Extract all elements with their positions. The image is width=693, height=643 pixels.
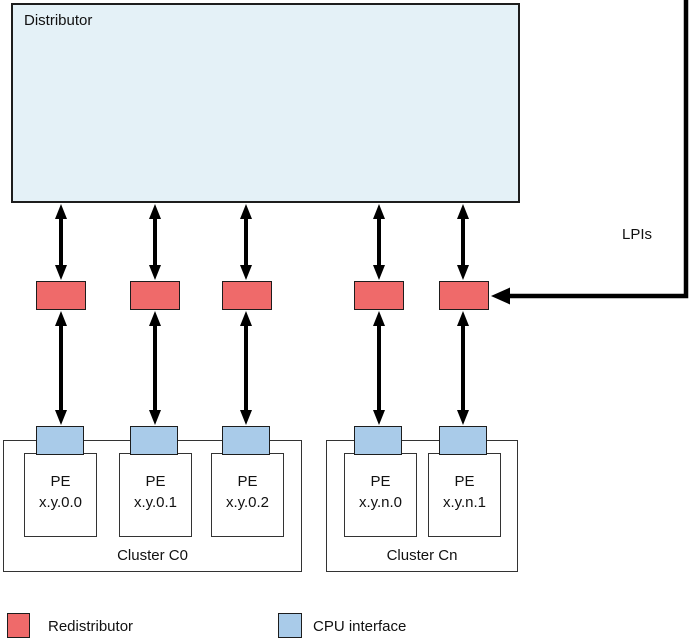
redistributor-box-1 [36, 281, 86, 310]
arrow-distributor-redistributor-3 [240, 204, 252, 280]
pe-name: PE [145, 473, 166, 490]
arrow-redistributor-cpu-interface-3 [240, 311, 252, 425]
redistributor-box-2 [130, 281, 180, 310]
distributor-label: Distributor [24, 12, 93, 29]
redistributor-box-5 [439, 281, 489, 310]
cluster-cn-label: Cluster Cn [386, 547, 458, 564]
arrow-redistributor-cpu-interface-4 [373, 311, 385, 425]
legend-cpu-interface-swatch [278, 613, 302, 638]
pe-id: x.y.n.0 [358, 494, 403, 511]
legend-redistributor-swatch [7, 613, 30, 638]
lpi-label: LPIs [622, 226, 653, 243]
redistributor-box-3 [222, 281, 272, 310]
legend-cpu-interface-label: CPU interface [313, 618, 407, 635]
cpu-interface-box-3 [222, 426, 270, 455]
pe-id: x.y.0.1 [133, 494, 178, 511]
cluster-c0-box: PE x.y.0.0 PE x.y.0.1 PE x.y.0.2 Cluster… [3, 440, 302, 572]
arrow-redistributor-cpu-interface-5 [457, 311, 469, 425]
pe-name: PE [50, 473, 71, 490]
arrow-distributor-redistributor-2 [149, 204, 161, 280]
arrow-redistributor-cpu-interface-2 [149, 311, 161, 425]
distributor-box: Distributor [11, 3, 520, 203]
pe-id: x.y.0.0 [38, 494, 83, 511]
legend-redistributor-label: Redistributor [48, 618, 134, 635]
pe-id: x.y.0.2 [225, 494, 270, 511]
cpu-interface-box-4 [354, 426, 402, 455]
cpu-interface-box-2 [130, 426, 178, 455]
pe-name: PE [237, 473, 258, 490]
arrow-distributor-redistributor-4 [373, 204, 385, 280]
pe-box-xy00: PE x.y.0.0 [24, 453, 97, 537]
redistributor-box-4 [354, 281, 404, 310]
pe-box-xyn1: PE x.y.n.1 [428, 453, 501, 537]
pe-box-xyn0: PE x.y.n.0 [344, 453, 417, 537]
cpu-interface-box-5 [439, 426, 487, 455]
pe-name: PE [370, 473, 391, 490]
arrow-redistributor-cpu-interface-1 [55, 311, 67, 425]
pe-box-xy01: PE x.y.0.1 [119, 453, 192, 537]
pe-box-xy02: PE x.y.0.2 [211, 453, 284, 537]
cluster-cn-box: PE x.y.n.0 PE x.y.n.1 Cluster Cn [326, 440, 518, 572]
pe-name: PE [454, 473, 475, 490]
arrow-distributor-redistributor-1 [55, 204, 67, 280]
pe-id: x.y.n.1 [442, 494, 487, 511]
cpu-interface-box-1 [36, 426, 84, 455]
lpi-routing-arrow [491, 0, 689, 305]
arrow-distributor-redistributor-5 [457, 204, 469, 280]
cluster-c0-label: Cluster C0 [117, 547, 188, 564]
